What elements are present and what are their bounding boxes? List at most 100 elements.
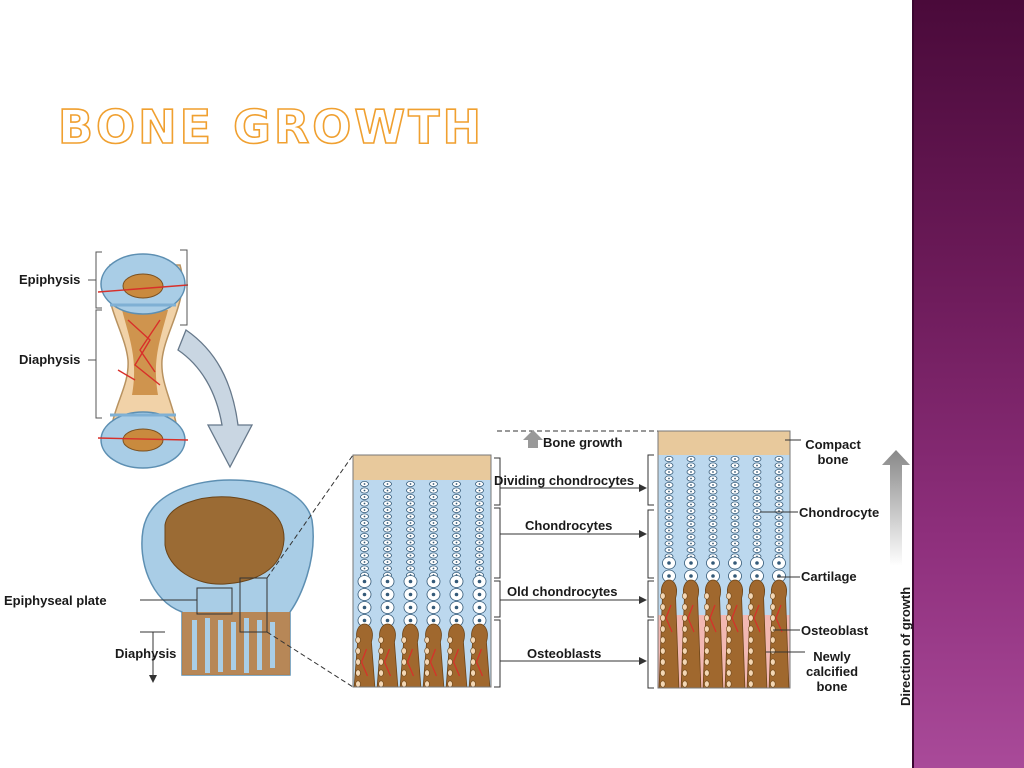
cell-nucleus bbox=[478, 541, 481, 544]
cell-nucleus bbox=[386, 496, 389, 498]
cell-nucleus bbox=[734, 490, 736, 493]
cell-nucleus bbox=[431, 618, 436, 623]
cell-nucleus bbox=[478, 515, 481, 518]
cell-nucleus bbox=[386, 483, 389, 485]
osteoblast-cell bbox=[748, 669, 754, 677]
osteoblast-cell bbox=[748, 603, 754, 611]
cell-nucleus bbox=[455, 554, 458, 557]
cell-nucleus bbox=[408, 605, 413, 610]
cell-nucleus bbox=[712, 503, 714, 506]
osteoblast-cell bbox=[682, 603, 688, 611]
cell-nucleus bbox=[668, 529, 670, 532]
cell-nucleus bbox=[455, 567, 458, 570]
right-leader-lines bbox=[760, 439, 805, 653]
osteoblast-cell bbox=[424, 647, 430, 655]
osteoblast-cell bbox=[424, 669, 430, 677]
cell-nucleus bbox=[478, 567, 481, 570]
cell-nucleus bbox=[455, 548, 458, 550]
osteoblast-cell bbox=[748, 625, 754, 633]
cell-nucleus bbox=[432, 483, 435, 485]
osteoblast-cell bbox=[682, 680, 688, 688]
cell-nucleus bbox=[778, 523, 780, 525]
cell-nucleus bbox=[756, 523, 758, 525]
osteoblast-cell bbox=[660, 614, 666, 622]
osteoblast-cell bbox=[401, 647, 407, 655]
cell-nucleus bbox=[734, 503, 736, 506]
cell-nucleus bbox=[362, 618, 367, 623]
cell-nucleus bbox=[362, 579, 367, 584]
cell-nucleus bbox=[478, 496, 481, 498]
osteoblast-cell bbox=[726, 636, 732, 644]
histology-panel-left bbox=[353, 455, 491, 687]
osteoblast-cell bbox=[726, 658, 732, 666]
cell-nucleus bbox=[711, 574, 715, 578]
label-old-chondrocytes: Old chondrocytes bbox=[507, 584, 618, 599]
cell-nucleus bbox=[477, 618, 482, 623]
osteoblast-cell bbox=[682, 592, 688, 600]
cell-nucleus bbox=[363, 561, 366, 563]
cell-nucleus bbox=[455, 515, 458, 518]
cell-nucleus bbox=[363, 554, 366, 557]
blood-vessel bbox=[475, 648, 484, 677]
cell-nucleus bbox=[409, 483, 412, 485]
cell-nucleus bbox=[733, 561, 737, 565]
osteoblast-cell bbox=[660, 592, 666, 600]
osteoblast-cell bbox=[726, 680, 732, 688]
cell-nucleus bbox=[477, 592, 482, 597]
label-osteoblast: Osteoblast bbox=[801, 623, 869, 638]
osteoblast-cell bbox=[704, 625, 710, 633]
osteoblast-cell bbox=[424, 636, 430, 644]
cell-nucleus bbox=[756, 471, 758, 473]
osteoblast-cell bbox=[660, 625, 666, 633]
cell-nucleus bbox=[455, 502, 458, 505]
cell-nucleus bbox=[755, 561, 759, 565]
cell-nucleus bbox=[478, 548, 481, 550]
direction-arrow bbox=[882, 450, 910, 566]
osteoblast-cell bbox=[770, 658, 776, 666]
slide-title: Bone growth bbox=[57, 100, 484, 154]
cell-nucleus bbox=[478, 522, 481, 524]
label-dividing-chondrocytes: Dividing chondrocytes bbox=[494, 473, 635, 488]
osteoblast-cell bbox=[704, 647, 710, 655]
cell-nucleus bbox=[712, 490, 714, 493]
cell-nucleus bbox=[432, 541, 435, 544]
cell-nucleus bbox=[778, 471, 780, 473]
cell-nucleus bbox=[409, 541, 412, 544]
cell-nucleus bbox=[733, 574, 737, 578]
osteoblast-cell bbox=[704, 636, 710, 644]
cell-nucleus bbox=[778, 542, 780, 545]
cell-nucleus bbox=[690, 497, 692, 499]
cell-nucleus bbox=[712, 529, 714, 532]
label-direction-of-growth: Direction of growth bbox=[898, 586, 913, 706]
cell-nucleus bbox=[455, 541, 458, 544]
osteoblast-cell bbox=[424, 680, 430, 687]
blood-vessel bbox=[452, 648, 461, 677]
osteoblast-cell bbox=[470, 680, 476, 687]
cell-nucleus bbox=[409, 522, 412, 524]
cell-nucleus bbox=[756, 536, 758, 538]
cell-nucleus bbox=[363, 502, 366, 505]
blood-vessel bbox=[709, 604, 717, 633]
osteoblast-cell bbox=[704, 669, 710, 677]
cell-nucleus bbox=[455, 483, 458, 485]
cell-nucleus bbox=[778, 458, 780, 460]
cell-nucleus bbox=[668, 490, 670, 493]
cell-nucleus bbox=[363, 528, 366, 531]
cell-nucleus bbox=[409, 567, 412, 570]
cell-nucleus bbox=[756, 458, 758, 460]
cell-nucleus bbox=[712, 536, 714, 538]
cell-nucleus bbox=[734, 542, 736, 545]
cell-nucleus bbox=[363, 496, 366, 498]
cell-nucleus bbox=[756, 516, 758, 519]
osteoblast-cell bbox=[770, 647, 776, 655]
osteoblast-cell bbox=[682, 636, 688, 644]
cell-nucleus bbox=[363, 483, 366, 485]
cell-nucleus bbox=[778, 503, 780, 506]
cell-nucleus bbox=[668, 536, 670, 538]
osteoblast-cell bbox=[660, 658, 666, 666]
osteoblast-cell bbox=[401, 680, 407, 687]
cell-nucleus bbox=[478, 535, 481, 537]
zone-brackets bbox=[494, 454, 654, 689]
cell-nucleus bbox=[386, 548, 389, 550]
cell-nucleus bbox=[454, 592, 459, 597]
